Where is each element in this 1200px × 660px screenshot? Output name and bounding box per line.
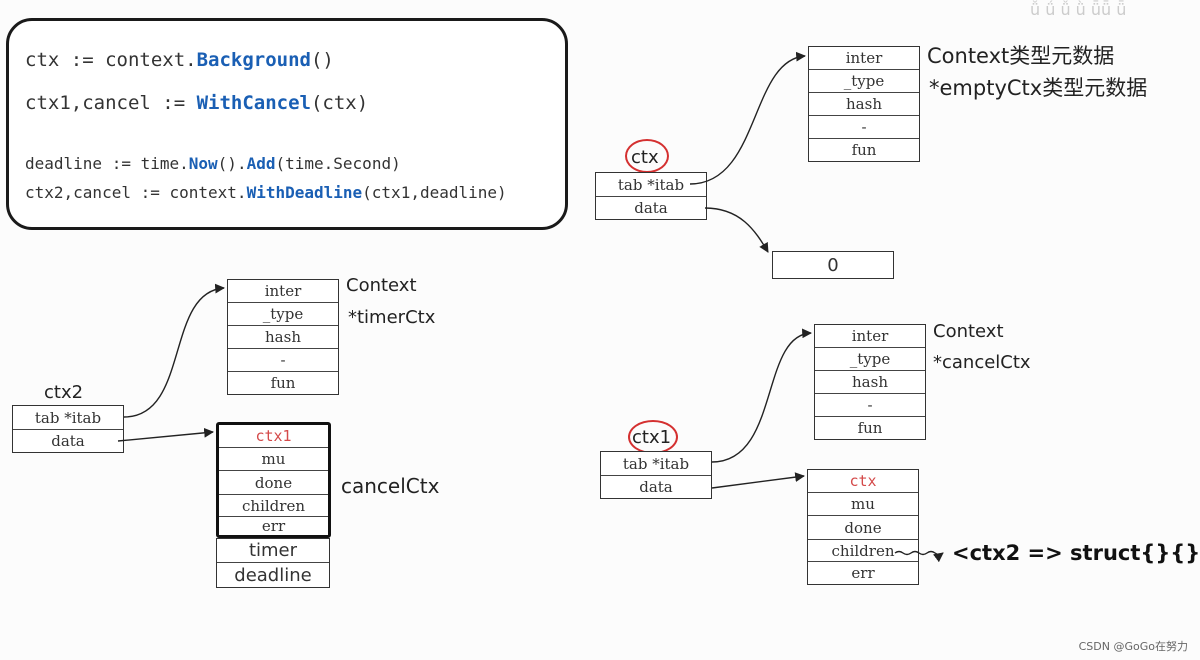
- itab-row-type: _type: [809, 70, 919, 93]
- iface-row-tab: tab *itab: [596, 173, 706, 197]
- ctx2-dynamic-type-label: *timerCtx: [348, 307, 436, 328]
- arrow-ctx1-tab-to-itab: [711, 328, 812, 463]
- itab-row-inter: inter: [228, 280, 338, 303]
- ctx1-itab-table: inter _type hash - fun: [814, 324, 926, 440]
- arrow-ctx-data-to-value: [704, 207, 769, 253]
- itab-row-fun: fun: [270, 374, 296, 392]
- itab-row-type: _type: [228, 303, 338, 326]
- iface-row-data: data: [634, 199, 668, 217]
- iface-row-tab: tab *itab: [601, 452, 711, 476]
- code-line-1: ctx := context.Background(): [25, 49, 334, 71]
- ctx2-iface-table: tab *itab data: [12, 405, 124, 453]
- code-line-4: ctx2,cancel := context.WithDeadline(ctx1…: [25, 183, 507, 202]
- code-box: ctx := context.Background() ctx1,cancel …: [6, 18, 568, 230]
- ctx1-type-label: Context: [933, 321, 1004, 342]
- ctx-itab-table: inter _type hash - fun: [808, 46, 920, 162]
- struct-row-done: done: [808, 516, 918, 540]
- empty-ctx-value-box: 0: [772, 251, 894, 279]
- itab-row-dash: -: [815, 394, 925, 417]
- itab-row-hash: hash: [815, 371, 925, 394]
- ctx-iface-table: tab *itab data: [595, 172, 707, 220]
- struct-row-deadline: deadline: [234, 564, 312, 586]
- ctx1-dynamic-type-label: *cancelCtx: [933, 352, 1031, 373]
- ctx-var-label: ctx: [631, 147, 659, 168]
- ctx1-iface-table: tab *itab data: [600, 451, 712, 499]
- itab-row-hash: hash: [228, 326, 338, 349]
- arrow-ctx2-tab-to-itab: [123, 283, 225, 418]
- struct-row-ctx: ctx: [808, 470, 918, 493]
- ctx-type-label: Context类型元数据: [927, 44, 1115, 68]
- itab-row-fun: fun: [857, 419, 883, 437]
- struct-row-mu: mu: [219, 448, 328, 471]
- iface-row-tab: tab *itab: [13, 406, 123, 430]
- ctx2-cancelctx-struct: ctx1 mu done children err: [216, 422, 331, 538]
- itab-row-dash: -: [809, 116, 919, 139]
- ctx2-var-label: ctx2: [44, 382, 84, 403]
- arrow-ctx2-data-to-struct: [117, 427, 214, 442]
- itab-row-inter: inter: [815, 325, 925, 348]
- struct-row-err: err: [851, 564, 875, 582]
- cancelctx-label: cancelCtx: [341, 474, 440, 498]
- top-strip-text: ǚ ǘ ǚ ǜ ǖǖ ǖ: [1030, 0, 1127, 19]
- ctx1-cancelctx-struct: ctx mu done children err: [807, 469, 919, 585]
- itab-row-type: _type: [815, 348, 925, 371]
- struct-row-ctx1: ctx1: [219, 425, 328, 448]
- arrow-children-to-map: [894, 550, 944, 563]
- itab-row-hash: hash: [809, 93, 919, 116]
- code-line-2: ctx1,cancel := WithCancel(ctx): [25, 92, 369, 114]
- arrow-ctx-tab-to-itab: [689, 51, 806, 185]
- watermark: CSDN @GoGo在努力: [1078, 640, 1188, 653]
- struct-row-timer: timer: [217, 539, 329, 563]
- ctx2-type-label: Context: [346, 275, 417, 296]
- ctx2-itab-table: inter _type hash - fun: [227, 279, 339, 395]
- code-line-3: deadline := time.Now().Add(time.Second): [25, 154, 401, 173]
- empty-ctx-value: 0: [827, 254, 839, 276]
- ctx2-timer-fields: timer deadline: [216, 538, 330, 588]
- iface-row-data: data: [51, 432, 85, 450]
- itab-row-dash: -: [228, 349, 338, 372]
- struct-row-children: children: [219, 495, 328, 517]
- struct-row-mu: mu: [808, 493, 918, 516]
- struct-row-err: err: [261, 517, 286, 535]
- ctx1-var-label: ctx1: [632, 427, 672, 448]
- iface-row-data: data: [639, 478, 673, 496]
- arrow-ctx1-data-to-struct: [711, 472, 805, 489]
- itab-row-inter: inter: [809, 47, 919, 70]
- struct-row-children: children: [808, 540, 918, 562]
- ctx-dynamic-type-label: *emptyCtx类型元数据: [929, 76, 1148, 100]
- children-map-note: <ctx2 => struct{}{}>: [952, 541, 1200, 565]
- struct-row-done: done: [219, 471, 328, 495]
- itab-row-fun: fun: [851, 141, 877, 159]
